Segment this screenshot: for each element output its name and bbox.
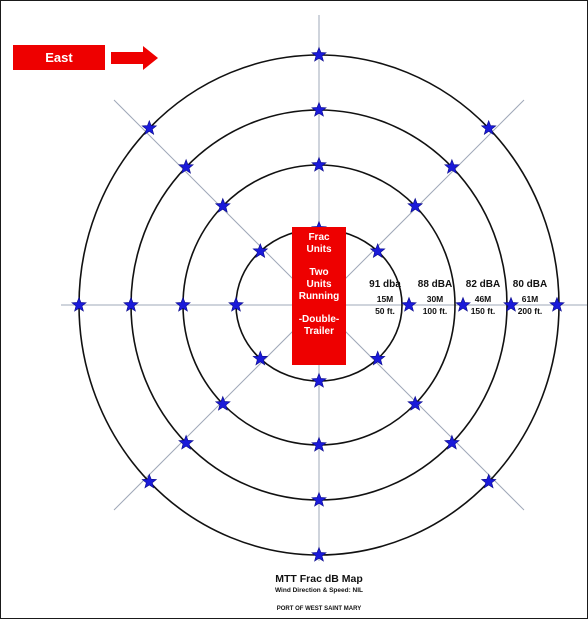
ring-db-level: 91 dba	[369, 279, 401, 290]
measurement-markers	[71, 46, 565, 562]
ring-distance-feet: 50 ft.	[375, 306, 395, 316]
measurement-axes	[61, 15, 587, 561]
diagonal-axis	[113, 99, 320, 306]
star-icon	[455, 296, 471, 312]
ring-distance-meters: 30M	[426, 294, 444, 304]
ring-distance-feet: 150 ft.	[470, 306, 496, 316]
ring-label-1: 91 dba 15M 50 ft.	[359, 278, 411, 317]
ring-label-4: 80 dBA 61M 200 ft.	[504, 278, 556, 317]
star-icon	[407, 197, 424, 213]
star-icon	[480, 119, 497, 135]
source-line: Frac	[308, 232, 330, 243]
wind-direction-label: East	[13, 45, 105, 70]
star-icon	[311, 46, 327, 62]
ring-distance-meters: 61M	[521, 294, 539, 304]
right-arrow-icon	[111, 46, 158, 70]
star-icon	[369, 350, 386, 366]
star-icon	[311, 546, 327, 562]
star-icon	[71, 296, 87, 312]
ring-label-3: 82 dBA 46M 150 ft.	[457, 278, 509, 317]
star-icon	[401, 296, 417, 312]
star-icon	[311, 156, 327, 172]
ring-distance-feet: 200 ft.	[517, 306, 543, 316]
star-icon	[369, 242, 386, 258]
star-icon	[141, 473, 158, 489]
frac-units-source: Frac Units Two Units Running -Double- Tr…	[292, 227, 346, 365]
source-line: Units	[306, 279, 332, 290]
ring-label-2: 88 dBA 30M 100 ft.	[409, 278, 461, 317]
star-icon	[311, 436, 327, 452]
star-icon	[175, 296, 191, 312]
ring-distance-meters: 46M	[474, 294, 492, 304]
ring-db-level: 82 dBA	[465, 279, 501, 290]
star-icon	[407, 395, 424, 411]
star-icon	[311, 101, 327, 117]
star-icon	[311, 372, 327, 388]
ring-distance-feet: 100 ft.	[422, 306, 448, 316]
diagonal-axis	[318, 304, 525, 511]
star-icon	[252, 350, 269, 366]
star-icon	[141, 119, 158, 135]
source-line: Two	[309, 267, 329, 278]
map-title: MTT Frac dB Map	[275, 573, 363, 585]
source-line: Trailer	[303, 326, 335, 337]
star-icon	[549, 296, 565, 312]
star-icon	[214, 395, 231, 411]
diagonal-axis	[113, 304, 320, 511]
star-icon	[178, 158, 194, 174]
star-icon	[178, 434, 194, 450]
location-label: PORT OF WEST SAINT MARY	[276, 606, 362, 612]
star-icon	[214, 197, 231, 213]
wind-info: Wind Direction & Speed: NIL	[274, 587, 364, 594]
diagonal-axis	[318, 99, 525, 306]
star-icon	[444, 434, 460, 450]
star-icon	[480, 473, 497, 489]
source-line: Running	[298, 291, 340, 302]
map-caption: MTT Frac dB Map Wind Direction & Speed: …	[219, 573, 419, 614]
direction-text: East	[45, 50, 73, 65]
ring-db-level: 80 dBA	[512, 279, 548, 290]
ring-distance-meters: 15M	[376, 294, 394, 304]
star-icon	[503, 296, 519, 312]
source-line: -Double-	[298, 314, 340, 325]
ring-db-level: 88 dBA	[417, 279, 453, 290]
star-icon	[228, 296, 244, 312]
star-icon	[252, 242, 269, 258]
star-icon	[123, 296, 139, 312]
star-icon	[311, 491, 327, 507]
source-line: Units	[306, 244, 332, 255]
star-icon	[444, 158, 460, 174]
